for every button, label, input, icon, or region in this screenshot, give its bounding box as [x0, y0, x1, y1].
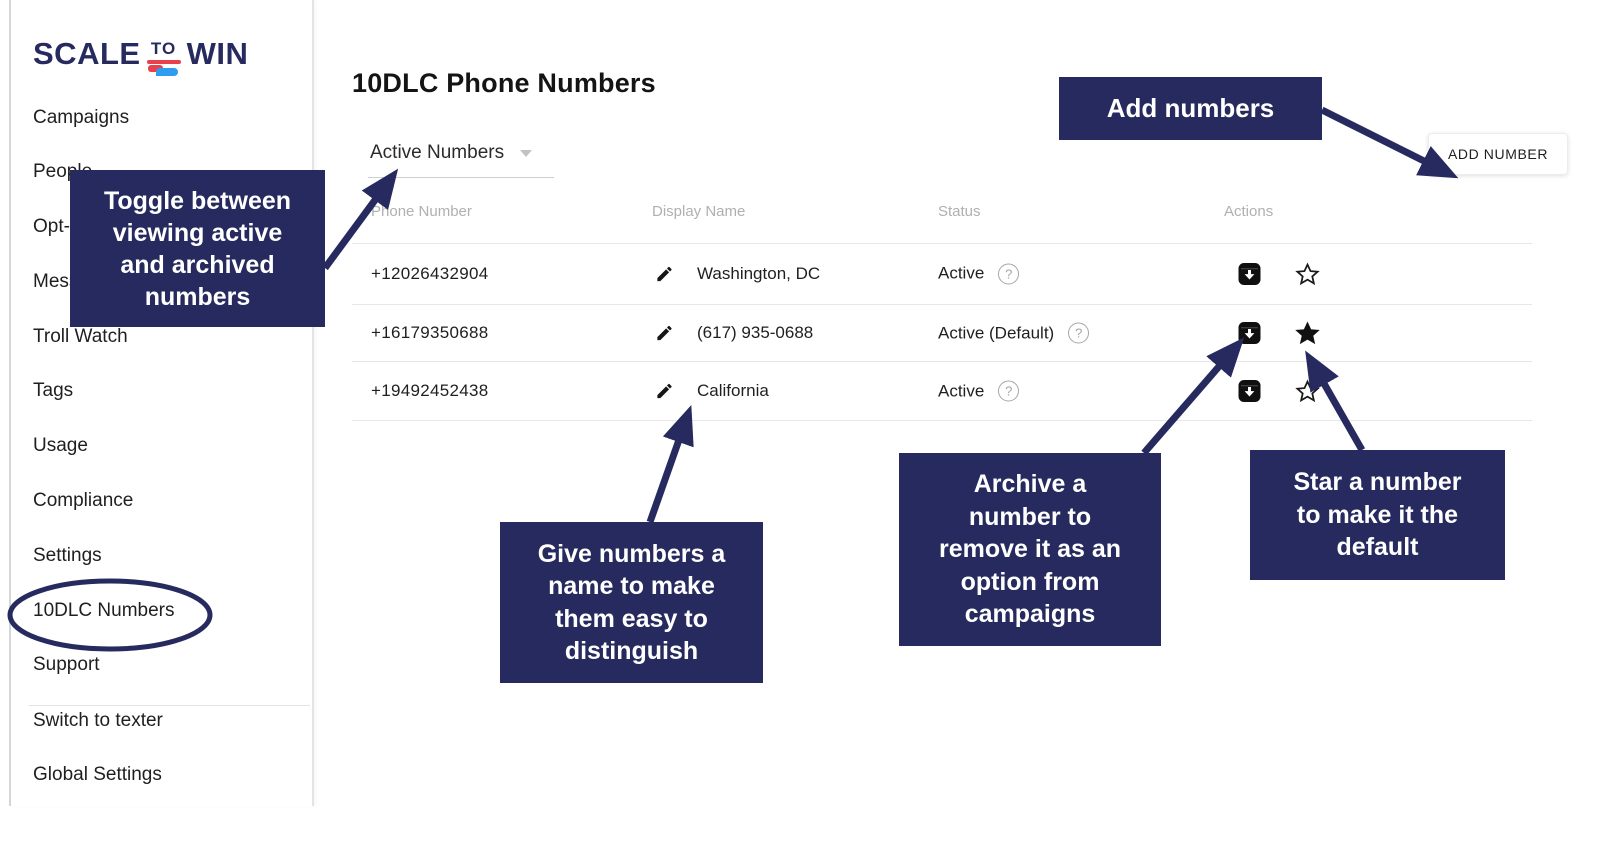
star-icon[interactable] — [1295, 321, 1320, 346]
archive-icon[interactable] — [1238, 262, 1261, 285]
logo-text-to: TO — [150, 39, 177, 58]
sidebar-item-compliance[interactable]: Compliance — [33, 490, 134, 511]
arrow-add-numbers-to-button — [1320, 106, 1459, 179]
edit-pencil-icon[interactable] — [655, 324, 674, 343]
phone-number-cell: +16179350688 — [371, 323, 489, 342]
help-icon[interactable]: ? — [1068, 322, 1090, 344]
display-name-cell: California — [697, 381, 769, 400]
sidebar-item-switch-to-texter[interactable]: Switch to texter — [33, 710, 163, 731]
sidebar-item-global-settings[interactable]: Global Settings — [33, 764, 162, 785]
status-cell: Active (Default) ? — [938, 322, 1090, 344]
scale-to-win-logo[interactable]: SCALE TO WIN — [33, 38, 248, 77]
dropdown-underline — [368, 177, 554, 178]
blue-bubble-icon — [155, 68, 178, 76]
archive-icon[interactable] — [1238, 322, 1261, 345]
page-border — [9, 0, 11, 806]
table-header-divider — [352, 243, 1532, 244]
table-row: +19492452438 California Active ? — [352, 362, 1532, 421]
status-cell: Active ? — [938, 263, 1020, 284]
sidebar-item-troll-watch[interactable]: Troll Watch — [33, 326, 128, 347]
archive-icon[interactable] — [1238, 380, 1261, 403]
numbers-filter-dropdown[interactable]: Active Numbers — [370, 142, 533, 164]
logo-text-win: WIN — [186, 36, 249, 71]
logo-to-block: TO — [146, 38, 182, 77]
star-icon[interactable] — [1295, 379, 1320, 404]
phone-number-cell: +12026432904 — [371, 263, 489, 283]
red-bubble-icon — [147, 65, 163, 72]
table-row: +12026432904 Washington, DC Active ? — [352, 243, 1532, 305]
edit-pencil-icon[interactable] — [655, 264, 674, 283]
logo-speech-bubbles-icon — [146, 65, 182, 77]
display-name-cell: (617) 935-0688 — [697, 323, 814, 342]
logo-red-underline — [146, 60, 181, 64]
sidebar-item-usage[interactable]: Usage — [33, 435, 88, 456]
numbers-filter-value: Active Numbers — [370, 142, 505, 163]
edit-pencil-icon[interactable] — [655, 382, 674, 401]
logo-text-scale: SCALE — [33, 36, 141, 71]
arrow-name-to-pencil — [646, 404, 694, 524]
sidebar-item-10dlc-numbers[interactable]: 10DLC Numbers — [33, 600, 175, 621]
status-text: Active — [938, 263, 985, 283]
sidebar-item-tags[interactable]: Tags — [33, 380, 74, 401]
column-header-actions: Actions — [1224, 203, 1274, 220]
star-icon[interactable] — [1295, 261, 1320, 286]
sidebar-item-settings[interactable]: Settings — [33, 545, 102, 566]
column-header-display-name: Display Name — [652, 203, 746, 220]
status-cell: Active ? — [938, 380, 1020, 402]
add-number-button[interactable]: ADD NUMBER — [1428, 133, 1568, 175]
sidebar-item-support[interactable]: Support — [33, 654, 100, 675]
column-header-status: Status — [938, 203, 981, 220]
display-name-cell: Washington, DC — [697, 263, 821, 283]
callout-archive-number: Archive a number to remove it as an opti… — [899, 453, 1161, 646]
phone-number-cell: +19492452438 — [371, 381, 489, 400]
sidebar: SCALE TO WIN Campaigns People Opt-Outs M… — [11, 0, 314, 806]
column-header-phone-number: Phone Number — [371, 203, 472, 220]
callout-toggle-active-archived: Toggle between viewing active and archiv… — [70, 170, 325, 327]
table-row: +16179350688 (617) 935-0688 Active (Defa… — [352, 305, 1532, 362]
sidebar-item-campaigns[interactable]: Campaigns — [33, 107, 130, 128]
callout-star-default: Star a number to make it the default — [1250, 450, 1505, 580]
callout-add-numbers: Add numbers — [1059, 77, 1322, 140]
sidebar-divider — [29, 705, 310, 706]
chevron-down-icon — [520, 149, 533, 157]
help-icon[interactable]: ? — [998, 380, 1020, 402]
callout-give-numbers-name: Give numbers a name to make them easy to… — [500, 522, 763, 683]
status-text: Active — [938, 381, 985, 400]
help-icon[interactable]: ? — [998, 263, 1020, 284]
page-title: 10DLC Phone Numbers — [352, 68, 656, 98]
status-text: Active (Default) — [938, 323, 1055, 342]
